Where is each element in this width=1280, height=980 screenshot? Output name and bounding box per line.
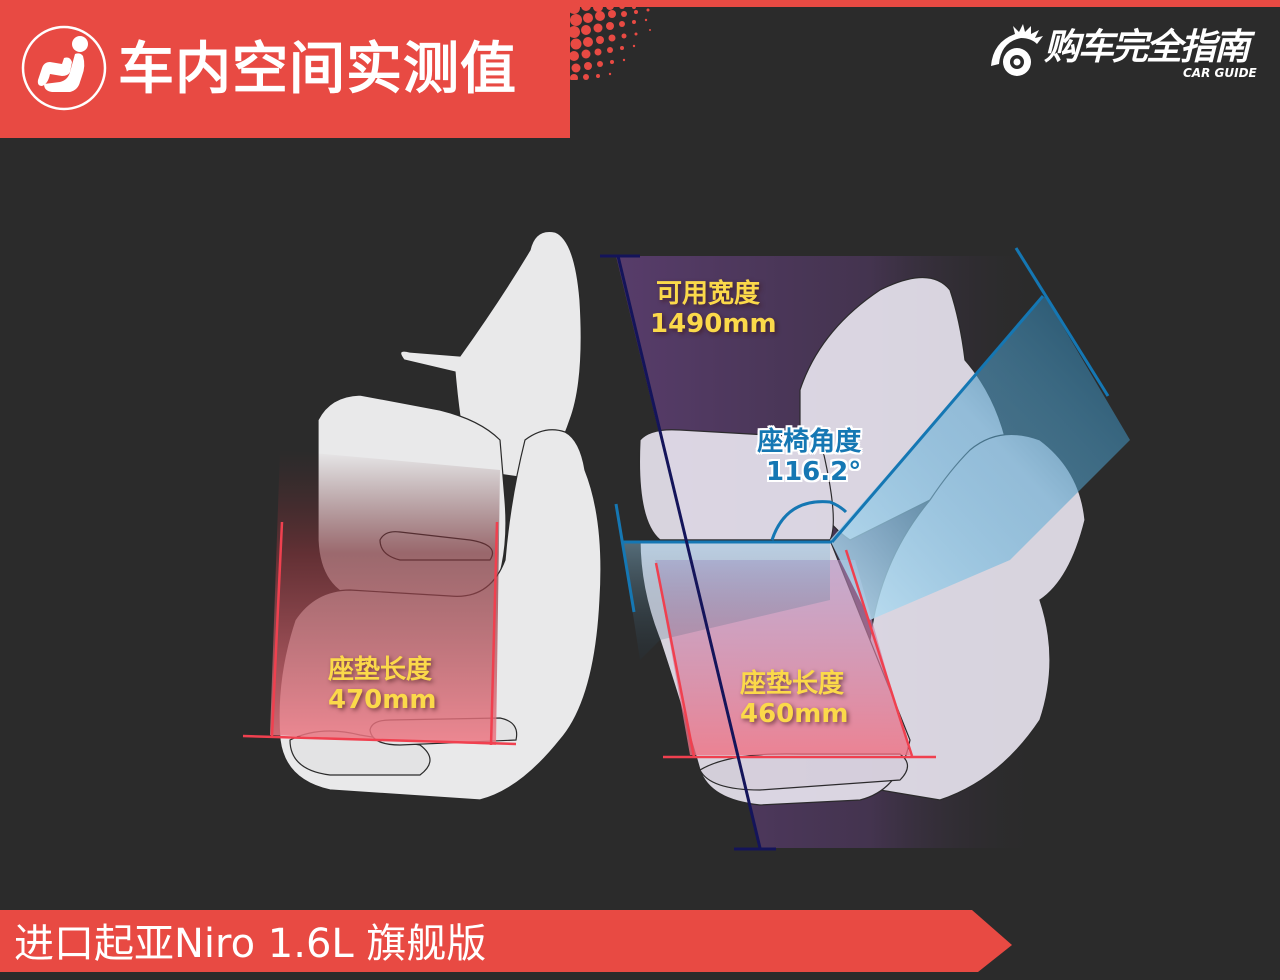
vehicle-model-title: 进口起亚Niro 1.6L 旗舰版 [14,921,487,967]
brand-name-en: CAR GUIDE [1183,66,1257,80]
seat-angle-band [830,296,1130,620]
top-accent-stripe [0,0,1280,7]
usable-width-label-title: 可用宽度 [656,279,761,309]
page-title: 车内空间实测值 [118,37,517,102]
rear-cushion-value: 460mm [740,698,849,729]
eye-gear-logo-icon [991,24,1043,76]
seat-angle-value: 116.2° [766,456,862,487]
seat-angle-lines [614,247,1110,613]
front-cushion-highlight [270,450,500,745]
rear-cushion-label-title: 座垫长度 [740,669,845,699]
seat-angle-label-title: 座椅角度 [757,427,862,457]
rear-cushion-measure-lines [654,549,936,759]
header-banner [0,0,570,138]
rear-cushion-label: 座垫长度 460mm [740,669,849,730]
front-cushion-measure-lines [242,521,517,746]
front-cushion-label: 座垫长度 470mm [328,655,437,716]
usable-width-label: 可用宽度 1490mm [650,279,777,340]
front-cushion-value: 470mm [328,684,437,715]
seat-angle-base-band [622,542,830,660]
footer-banner [0,910,1012,972]
front-cushion-label-title: 座垫长度 [328,655,433,685]
brand-name-cn: 购车完全指南 [1044,27,1250,68]
seat-icon [21,25,107,111]
usable-width-measure-line [600,254,776,851]
halftone-decoration [570,1,651,80]
seat-angle-label: 座椅角度 116.2° [742,427,862,488]
usable-width-value: 1490mm [650,308,777,339]
